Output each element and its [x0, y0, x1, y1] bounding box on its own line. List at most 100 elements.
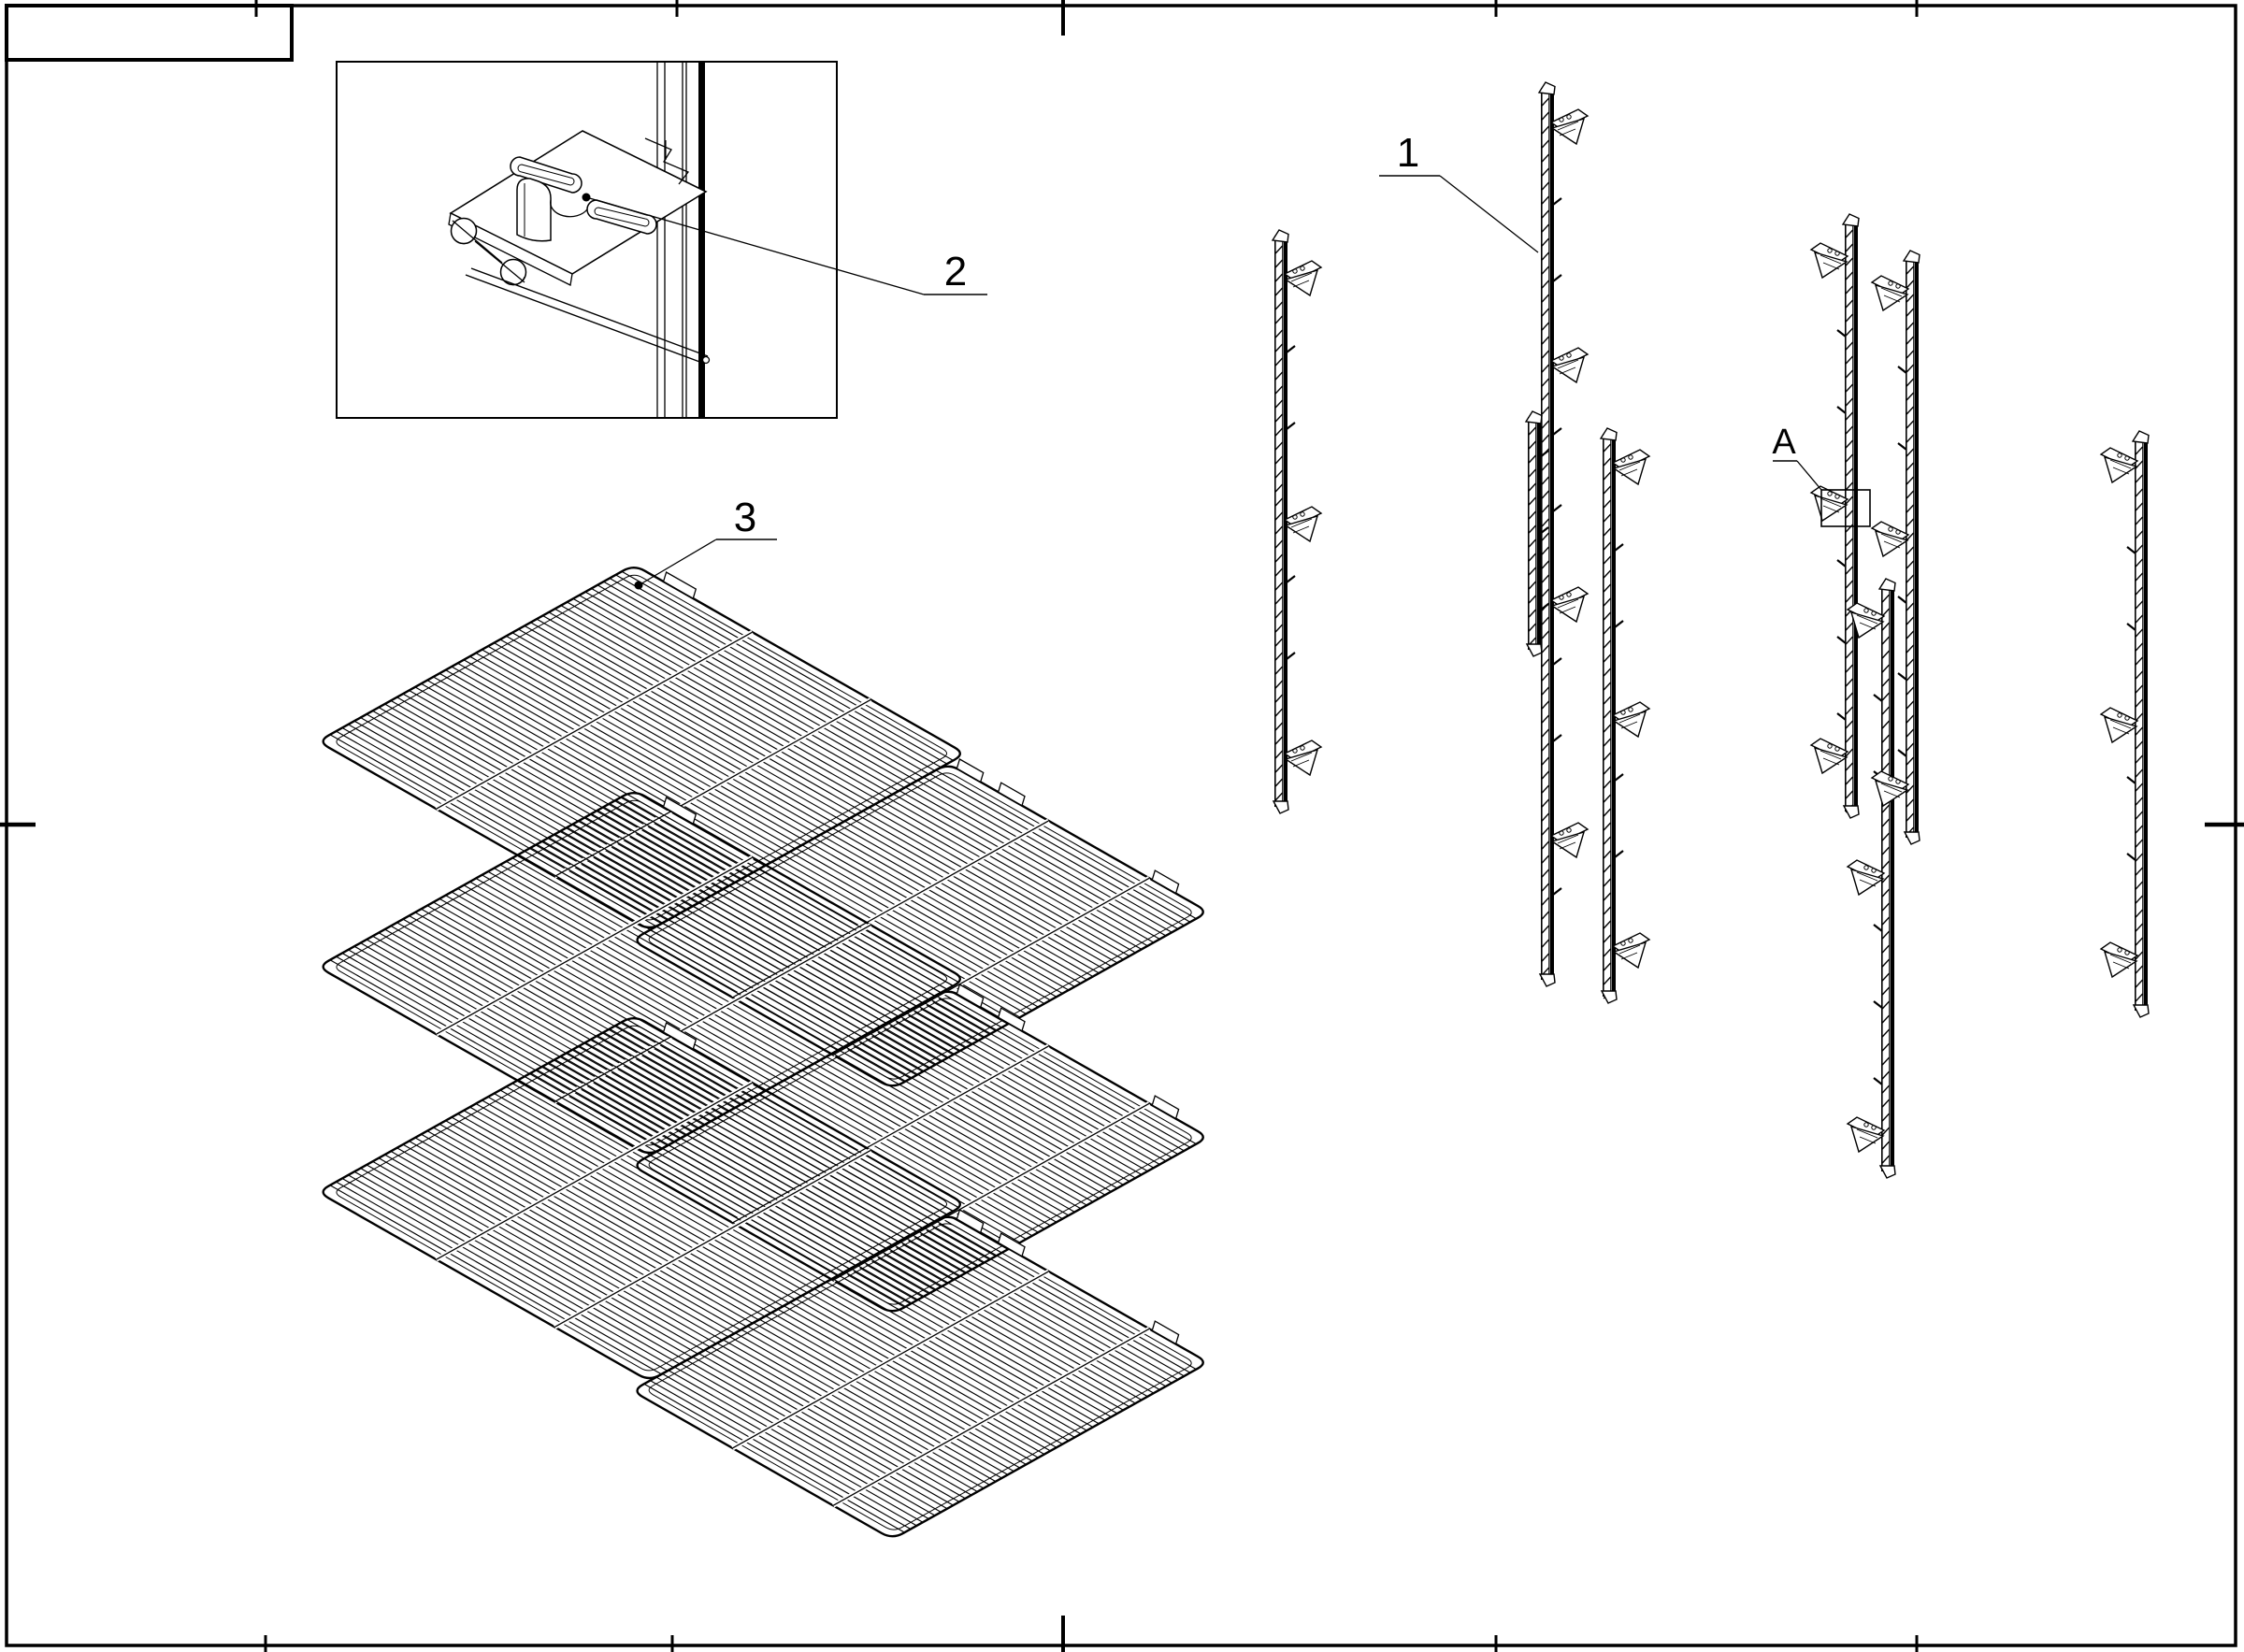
callout-1: 1 — [1379, 130, 1539, 253]
rail-bracket — [1283, 260, 1323, 297]
rail-nub — [1552, 887, 1562, 896]
rail-nub — [1836, 329, 1847, 338]
rail-edge-band — [1914, 254, 1919, 840]
rail-nub — [1614, 773, 1624, 782]
shelf-hook-tab — [956, 758, 985, 783]
rail-edge-band — [1536, 415, 1541, 652]
rail-bracket — [1846, 602, 1886, 639]
rail-bracket — [1611, 449, 1651, 486]
detail-marker-rect — [1820, 489, 1871, 527]
rail-bracket — [1870, 275, 1910, 312]
rail-b — [1537, 81, 1590, 987]
rail-edge-band — [1853, 218, 1858, 813]
rail-bracket — [1283, 740, 1323, 777]
shelf-clip-drawing — [448, 130, 711, 365]
callout-leader — [638, 539, 717, 586]
shelf-hook-tab — [997, 1232, 1026, 1257]
rail-nub — [1897, 672, 1907, 681]
shelf-hook-tab — [662, 1022, 698, 1051]
rail-nub — [1873, 1000, 1883, 1009]
rail-top-cap — [2131, 430, 2150, 444]
rail-edge-band — [1283, 234, 1287, 809]
rail-bottom-cap — [1538, 973, 1556, 987]
rail-top-cap — [1902, 250, 1920, 264]
callout-A: A — [1772, 423, 1871, 527]
rail-bracket — [1870, 521, 1910, 558]
rail-top-cap — [1841, 213, 1860, 227]
rail-top-cap — [1271, 229, 1289, 243]
callout-leader-dot — [582, 193, 591, 202]
shelf-hook-tab — [662, 571, 698, 600]
shelf-frame — [636, 765, 1204, 1087]
detail-inset — [336, 61, 838, 419]
rail-bracket — [1846, 1116, 1886, 1154]
rail-nub — [2126, 546, 2136, 554]
rail-nub — [1873, 1077, 1883, 1085]
shelf-layer — [322, 1016, 1204, 1538]
rail-nub — [1614, 543, 1624, 552]
shelf-hook-tab — [956, 984, 985, 1009]
rail-bottom-cap — [1600, 990, 1618, 1004]
rail-edge-band — [1890, 582, 1894, 1173]
rail-nub — [1286, 345, 1296, 353]
rail-nub — [1552, 504, 1562, 512]
shelf-stack — [322, 566, 1204, 1538]
rail-bottom-cap — [1878, 1165, 1896, 1179]
rail-bottom-cap — [2132, 1004, 2150, 1018]
rail-nub — [1552, 197, 1562, 206]
rail-nub — [1836, 636, 1847, 644]
rail-bottom-cap — [1525, 643, 1543, 657]
callout-3: 3 — [634, 495, 777, 590]
rail-edge-band — [1549, 86, 1554, 982]
shelf-hook-tab — [1151, 869, 1180, 895]
rail-nub — [2126, 623, 2136, 631]
rail-nub — [1897, 596, 1907, 604]
shelf-frame — [636, 1215, 1204, 1538]
shelf-hook-tab — [997, 1007, 1026, 1032]
detail-rail-section — [656, 62, 705, 418]
shelf-hook-tab — [662, 797, 698, 826]
rail-b2 — [1524, 410, 1549, 657]
rail-bracket — [1549, 822, 1590, 859]
rail-nub — [1614, 850, 1624, 858]
rail-nub — [1897, 749, 1907, 757]
rail-top-cap — [1599, 427, 1618, 441]
rail-bracket — [1809, 738, 1849, 775]
callout-leader — [1439, 175, 1539, 253]
rail-nub — [1552, 657, 1562, 666]
rail-nub — [1614, 620, 1624, 628]
rail-bottom-cap — [1903, 831, 1920, 845]
rail-top-cap — [1537, 81, 1556, 95]
callout-2: 2 — [582, 193, 987, 295]
rail-bracket — [1809, 242, 1849, 280]
rail-nub — [1836, 712, 1847, 721]
rail-bracket — [2099, 941, 2139, 979]
rail-nub — [1897, 442, 1907, 451]
rail-bracket — [1283, 506, 1323, 543]
rail-bracket — [1846, 859, 1886, 897]
wire-shelf — [636, 1209, 1204, 1538]
callout-label: 2 — [944, 249, 967, 294]
callout-leader-dot — [634, 581, 643, 590]
rail-nub — [1873, 924, 1883, 932]
callout-label: A — [1772, 423, 1796, 462]
rail-bracket — [1611, 701, 1651, 739]
shelf-hook-tab — [1151, 1095, 1180, 1120]
rail-bracket — [2099, 707, 2139, 744]
rail-top-cap — [1524, 410, 1543, 424]
rail-nub — [1873, 694, 1883, 702]
rail-bracket — [1870, 770, 1910, 808]
rail-nub — [2126, 853, 2136, 861]
rail-edge-band — [2143, 435, 2148, 1013]
clip-latch — [644, 137, 690, 185]
rail-a — [1271, 229, 1323, 814]
clip-slot — [594, 207, 650, 227]
rail-nub — [1286, 422, 1296, 430]
rail-e — [1870, 250, 1920, 845]
rail-bracket — [2099, 447, 2139, 484]
rail-nub — [1836, 406, 1847, 414]
rail-g — [2099, 430, 2150, 1018]
